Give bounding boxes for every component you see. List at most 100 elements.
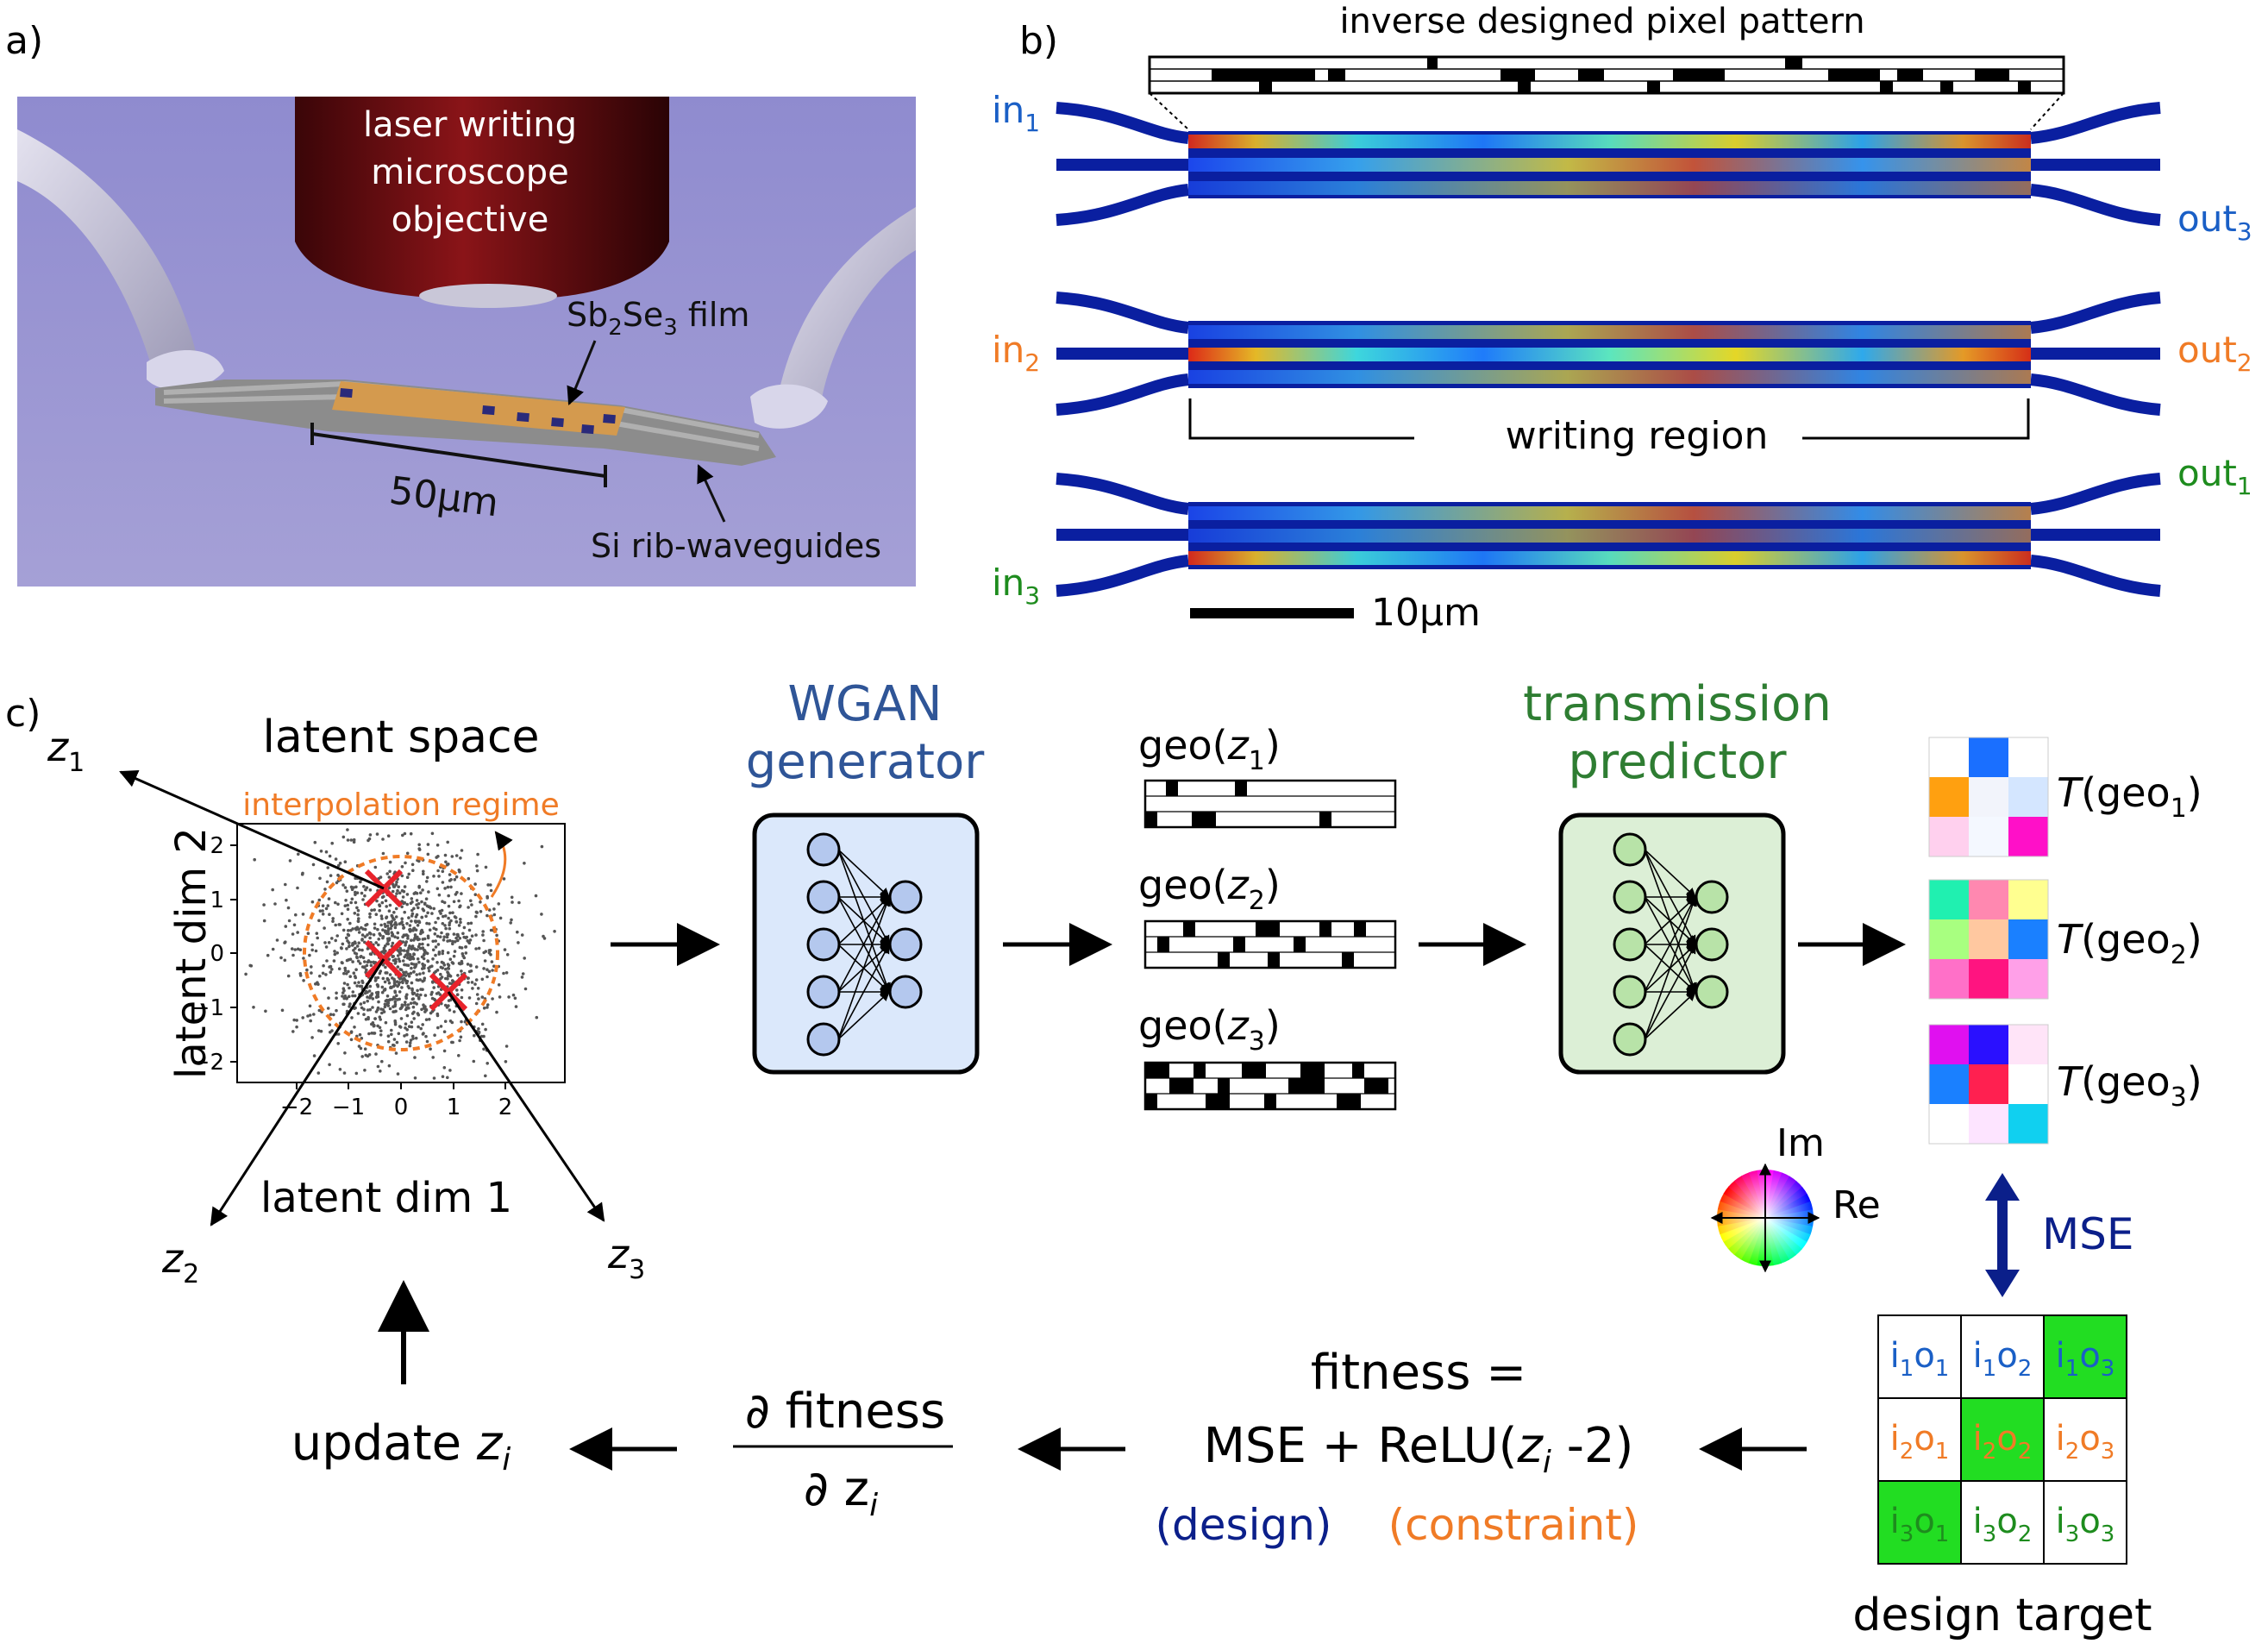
scatter-point: [502, 971, 505, 976]
scatter-point: [295, 1019, 299, 1022]
scatter-point: [475, 869, 479, 873]
scatter-point: [417, 995, 421, 1000]
scatter-point: [368, 996, 372, 1000]
scatter-point: [376, 927, 379, 932]
scatter-point: [404, 1001, 407, 1004]
scatter-point: [310, 900, 315, 904]
scatter-point: [489, 953, 492, 957]
scatter-point: [306, 1014, 310, 1018]
scatter-point: [476, 987, 480, 990]
scatter-point: [271, 888, 275, 892]
scatter-point: [385, 994, 390, 998]
scatter-point: [486, 1062, 489, 1065]
scatter-point: [423, 901, 427, 906]
scatter-point: [401, 833, 404, 838]
scatter-point: [335, 881, 339, 885]
target-cell: i3o3: [2043, 1480, 2127, 1565]
scatter-point: [392, 955, 396, 958]
scatter-point: [459, 1035, 463, 1039]
scatter-point: [425, 921, 429, 925]
scatter-point: [484, 1027, 487, 1032]
y-axis-label: latent dim 2: [167, 827, 216, 1079]
scatter-point: [495, 1010, 498, 1014]
scatter-point: [362, 965, 367, 969]
scatter-point: [441, 900, 444, 903]
scatter-point: [331, 917, 335, 920]
scatter-point: [497, 902, 501, 906]
scatter-point: [462, 925, 467, 930]
z3-arrow: [447, 991, 605, 1222]
scatter-point: [324, 907, 329, 911]
scatter-point: [341, 942, 345, 946]
scatter-point: [473, 882, 477, 886]
scatter-point: [417, 960, 421, 964]
scatter-point: [482, 1007, 486, 1010]
scatter-point: [446, 963, 450, 966]
film-label: Sb2Se3 film: [567, 296, 749, 341]
scatter-point: [507, 995, 511, 999]
port-in2: in2: [992, 329, 1040, 377]
scatter-point: [317, 919, 321, 923]
scatter-point: [398, 891, 402, 895]
scatter-point: [447, 1004, 450, 1007]
scatter-point: [311, 863, 316, 867]
scatter-point: [329, 1013, 333, 1016]
scatter-point: [390, 919, 394, 924]
im-label: Im: [1776, 1121, 1825, 1165]
scatter-point: [316, 1071, 321, 1075]
scatter-point: [360, 938, 364, 942]
scatter-point: [458, 937, 462, 940]
scatter-point: [454, 940, 457, 944]
scatter-point: [286, 906, 291, 910]
scatter-point: [376, 983, 380, 988]
scatter-point: [329, 970, 333, 974]
scatter-point: [451, 942, 454, 946]
scatter-point: [452, 900, 456, 904]
scatter-point: [395, 892, 398, 895]
scatter-point: [330, 968, 334, 971]
wgan-label-line2: generator: [746, 734, 986, 790]
svg-text:i3o1: i3o1: [1890, 1502, 1950, 1547]
scatter-point: [345, 889, 349, 893]
scatter-point: [420, 928, 424, 932]
scatter-point: [359, 880, 362, 884]
scatter-point: [367, 959, 371, 963]
x-axis-label: latent dim 1: [260, 1174, 512, 1222]
scatter-point: [363, 894, 367, 898]
scatter-point: [416, 924, 420, 927]
scatter-point: [343, 904, 348, 907]
scatter-point: [388, 869, 392, 874]
y-tick-label: 2: [210, 833, 224, 859]
t-matrix-cell: [2008, 777, 2048, 817]
scatter-point: [413, 933, 417, 937]
scatter-point: [365, 886, 369, 889]
scatter-point: [266, 953, 270, 957]
scatter-point: [330, 937, 334, 940]
t-matrix-cell: [1969, 1064, 2008, 1104]
writing-region-label: writing region: [1506, 414, 1769, 458]
scatter-point: [348, 975, 353, 978]
scatter-point: [406, 937, 410, 940]
scatter-point: [314, 949, 318, 953]
scatter-point: [368, 936, 372, 940]
scatter-point: [326, 866, 330, 869]
scatter-point: [434, 945, 438, 949]
scatter-point: [402, 926, 405, 930]
scatter-point: [477, 997, 480, 1001]
scatter-point: [342, 988, 346, 993]
scatter-point: [354, 890, 357, 894]
scatter-point: [367, 989, 372, 993]
scatter-point: [456, 934, 460, 938]
scale-10um-label: 10μm: [1371, 591, 1481, 635]
scatter-point: [457, 924, 461, 927]
x-ticks: −2 −1 0 1 2: [280, 1082, 512, 1120]
scatter-point: [447, 904, 451, 908]
scatter-point: [407, 872, 411, 876]
scatter-point: [404, 1003, 407, 1007]
scatter-point: [429, 965, 432, 969]
scatter-point: [437, 875, 441, 878]
scatter-point: [244, 972, 247, 976]
scatter-point: [280, 1008, 285, 1013]
scatter-point: [378, 904, 382, 908]
scatter-point: [367, 931, 372, 935]
